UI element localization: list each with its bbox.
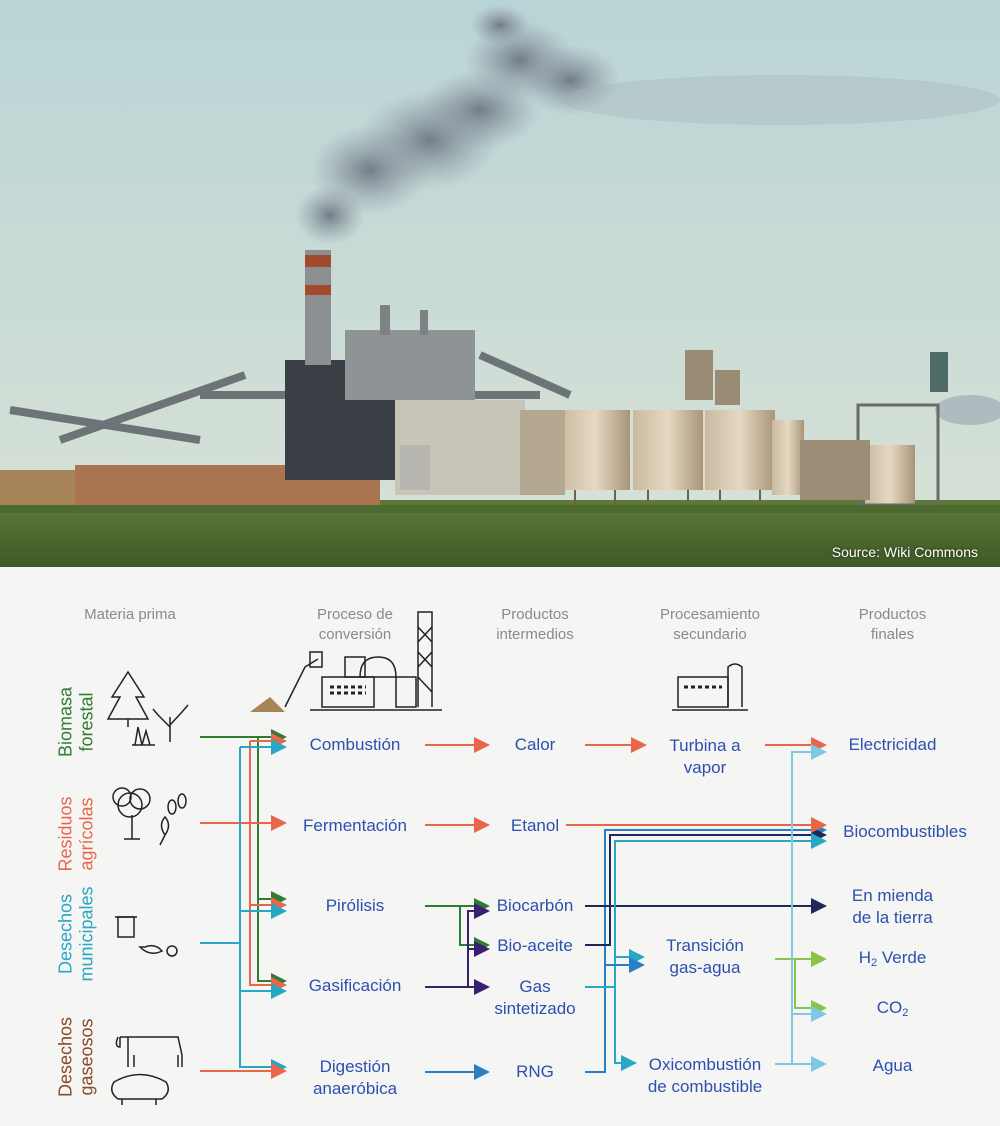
trash-icon <box>115 916 178 957</box>
final-soil-amendment: En mienda de la tierra <box>851 886 934 927</box>
header-feedstock: Materia prima <box>84 606 176 623</box>
intermediate-rng: RNG <box>516 1062 554 1081</box>
tree-icon <box>106 670 189 746</box>
plant-buildings <box>75 250 948 507</box>
process-combustion: Combustión <box>309 735 401 754</box>
final-water: Agua <box>872 1056 913 1075</box>
bioenergy-flow-diagram: Materia prima Proceso de conversión Prod… <box>0 567 1000 1126</box>
smoke-plume <box>295 5 1000 425</box>
intermediate-ethanol: Etanol <box>510 816 560 835</box>
intermediate-biooil: Bio-aceite <box>497 936 573 955</box>
header-conversion: Proceso de conversión <box>317 606 393 643</box>
header-intermediate: Productos intermedios <box>496 606 574 643</box>
final-electricity: Electricidad <box>848 735 937 754</box>
crop-icon <box>112 787 187 846</box>
process-fermentation: Fermentación <box>303 816 407 835</box>
secondary-watergas: Transición gas-agua <box>666 936 744 977</box>
intermediate-heat: Calor <box>514 735 556 754</box>
process-pyrolysis: Pirólisis <box>325 896 385 915</box>
power-plant-photo: Source: Wiki Commons <box>0 0 1000 567</box>
header-final: Productos finales <box>858 606 927 643</box>
final-biofuels: Biocombustibles <box>843 822 967 841</box>
final-green-h2: H2 Verde <box>858 948 927 969</box>
final-co2: CO2 <box>876 998 909 1019</box>
secondary-oxycombustion: Oxicombustión de combustible <box>647 1055 763 1096</box>
header-secondary: Procesamiento secundario <box>659 606 761 643</box>
livestock-icon <box>111 1036 183 1105</box>
intermediate-syngas: Gas sintetizado <box>494 977 576 1018</box>
process-gasification: Gasificación <box>308 976 402 995</box>
process-digestion: Digestión anaeróbica <box>312 1057 398 1098</box>
secondary-turbine: Turbina a vapor <box>669 736 741 777</box>
photo-source-credit: Source: Wiki Commons <box>831 544 978 560</box>
flow-arrows <box>106 611 827 1105</box>
conversion-plant-icon <box>250 611 442 712</box>
secondary-plant-icon <box>672 663 748 711</box>
intermediate-biochar: Biocarbón <box>496 896 574 915</box>
